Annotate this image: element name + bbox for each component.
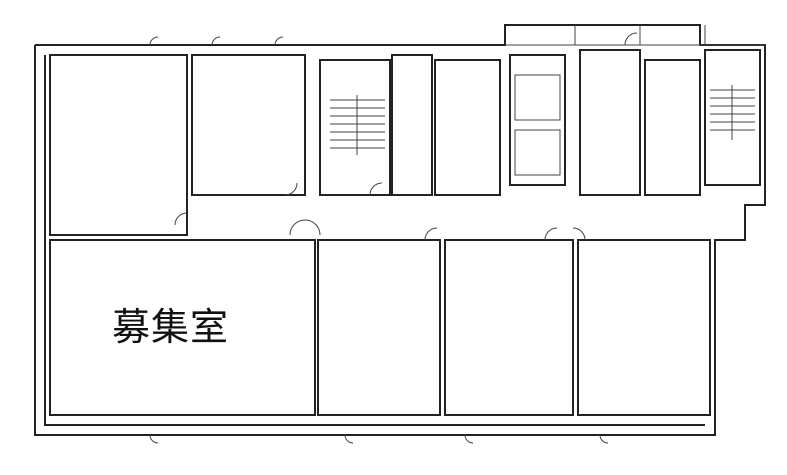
exterior-walls [34,24,766,436]
elevator-2 [514,129,561,176]
stair-treads [330,85,755,155]
room-lower-4 [577,239,711,416]
doors [149,32,638,444]
room-lower-2 [317,239,441,416]
room-upper-left [49,54,188,236]
shaft [391,54,433,196]
stairwell-2 [704,49,761,186]
room-upper-2 [191,54,306,196]
lower-rooms [49,239,711,416]
upper-rooms [49,49,761,236]
room-upper-3 [434,59,501,196]
toilet-1 [579,49,641,196]
room-lower-3 [444,239,574,416]
stairwell-1 [319,59,391,196]
elevator-1 [514,74,561,121]
vacant-room-label: 募集室 [112,305,230,349]
toilet-2 [644,59,701,196]
room-vacant [49,239,316,416]
elevator-hall [509,54,566,186]
